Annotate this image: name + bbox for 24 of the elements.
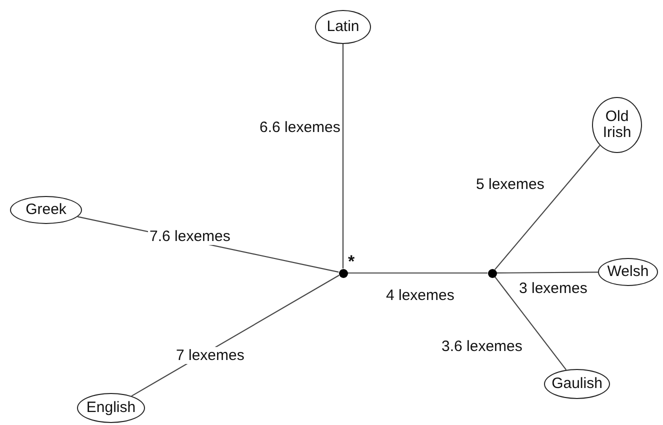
edge-label: 4 lexemes [384,286,456,304]
branch-line [494,276,567,370]
edge-label: 5 lexemes [474,176,546,192]
branch-line [348,272,488,274]
language-ellipse [315,10,371,44]
language-name: Old Irish [602,109,632,141]
edge-label: 6.6 lexemes [258,118,342,136]
branch-line [496,272,598,274]
branch-point [338,268,348,278]
edge-label: 7.6 lexemes [148,228,232,244]
edge-label: 3.6 lexemes [440,338,524,354]
language-ellipse [10,196,82,224]
language-name: Gaulish [550,376,604,392]
branch-line [342,44,344,268]
language-name: Welsh [606,264,650,280]
language-ellipse [592,97,642,153]
branch-line [494,144,600,270]
edge-label: 7 lexemes [174,346,246,364]
edge-label: 3 lexemes [517,280,590,296]
node-annotation: * [348,252,355,272]
language-name: Latin [326,19,360,35]
language-name: Greek [24,202,68,218]
branch-point [488,268,496,278]
language-name: English [85,400,137,416]
